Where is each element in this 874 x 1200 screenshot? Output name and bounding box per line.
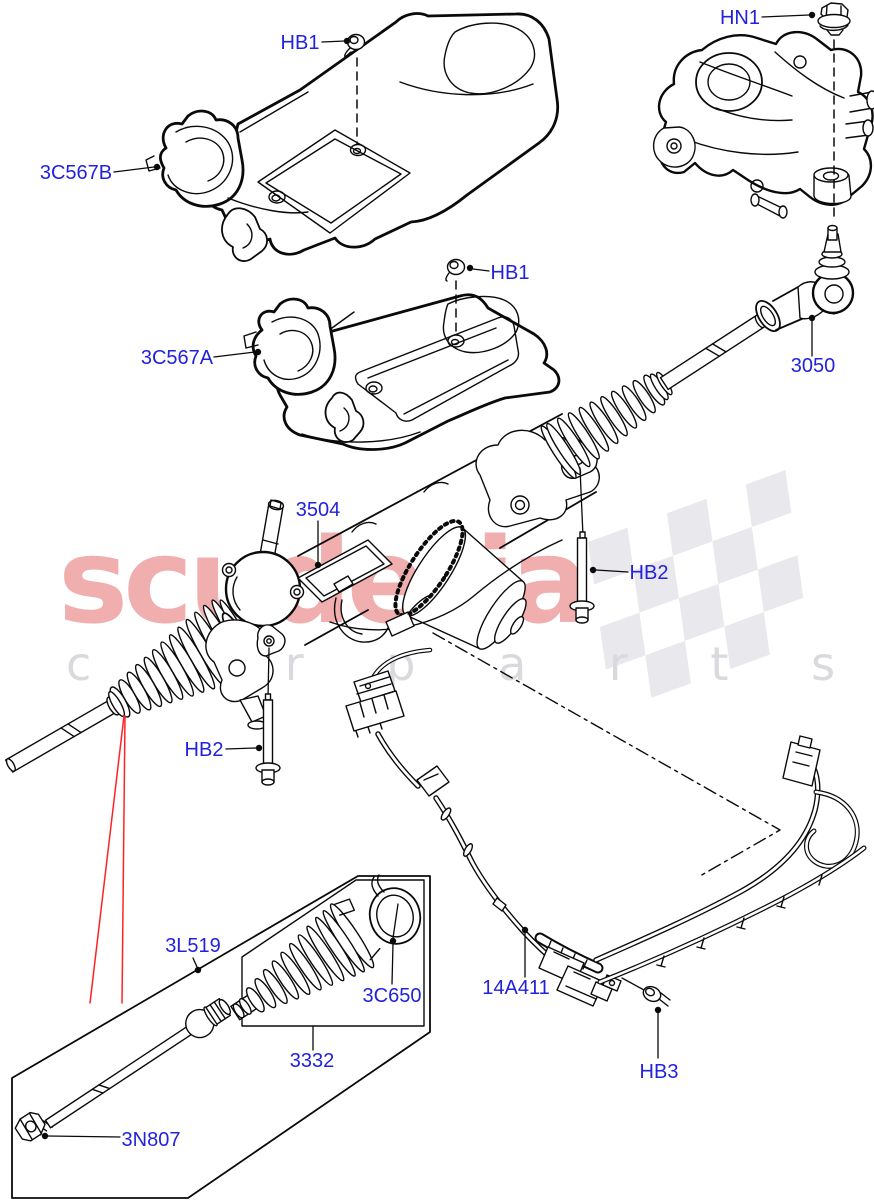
part-screw-hb1-mid xyxy=(445,258,466,337)
svg-text:3504: 3504 xyxy=(296,499,341,521)
svg-text:HB1: HB1 xyxy=(281,32,320,54)
label-3c567b[interactable]: 3C567B xyxy=(40,162,161,184)
label-hb1-top[interactable]: HB1 xyxy=(281,32,351,54)
label-14a411[interactable]: 14A411 xyxy=(482,926,550,999)
svg-text:HB1: HB1 xyxy=(491,262,530,284)
label-hb1-mid[interactable]: HB1 xyxy=(466,262,530,284)
svg-text:3C567A: 3C567A xyxy=(141,347,214,369)
kit-box-3l519 xyxy=(11,875,431,1199)
labels: HB1 HN1 3C567B HB1 3C567A 3050 3504 HB2 xyxy=(40,7,835,1151)
label-hn1[interactable]: HN1 xyxy=(720,7,816,29)
label-3332[interactable]: 3332 xyxy=(290,1026,335,1072)
svg-text:3332: 3332 xyxy=(290,1050,335,1072)
label-hb3[interactable]: HB3 xyxy=(640,1006,679,1083)
part-screw-hb1-top xyxy=(344,33,366,145)
label-hb2-left[interactable]: HB2 xyxy=(185,739,263,761)
part-knuckle xyxy=(653,31,874,219)
svg-text:3050: 3050 xyxy=(791,355,836,377)
label-3l519[interactable]: 3L519 xyxy=(165,935,221,974)
svg-text:3L519: 3L519 xyxy=(165,935,221,957)
part-steering-gear-3504 xyxy=(4,314,766,773)
part-tie-rod-end-3050 xyxy=(755,224,855,332)
part-bolt-hb2-left xyxy=(255,647,281,786)
part-nut-3n807 xyxy=(14,1111,46,1142)
part-clamp-3c650 xyxy=(368,874,422,945)
label-3504[interactable]: 3504 xyxy=(296,499,341,569)
svg-text:3C567B: 3C567B xyxy=(40,162,112,184)
part-bolt-hb2-right xyxy=(569,467,595,624)
svg-text:HB2: HB2 xyxy=(630,562,669,584)
watermark-flag-icon xyxy=(588,470,804,698)
part-screw-hb3 xyxy=(621,977,671,1007)
part-nut-hn1 xyxy=(817,2,851,223)
svg-text:3C650: 3C650 xyxy=(363,985,422,1007)
label-3c650[interactable]: 3C650 xyxy=(363,903,422,1007)
reference-lines-red xyxy=(89,715,126,1004)
label-3n807[interactable]: 3N807 xyxy=(41,1129,181,1151)
part-inner-tie-rod xyxy=(31,997,232,1136)
part-heat-shield-3c567a xyxy=(243,293,561,451)
svg-text:HN1: HN1 xyxy=(720,7,760,29)
part-boot-3332 xyxy=(230,898,381,1021)
svg-text:HB2: HB2 xyxy=(185,739,224,761)
label-hb2-right[interactable]: HB2 xyxy=(589,562,669,584)
assembly-reference-line xyxy=(432,632,781,877)
svg-text:HB3: HB3 xyxy=(640,1061,679,1083)
svg-text:3N807: 3N807 xyxy=(122,1129,181,1151)
label-3050[interactable]: 3050 xyxy=(791,314,836,377)
part-heat-shield-3c567b xyxy=(145,12,560,262)
part-harness-14a411 xyxy=(375,731,867,1007)
svg-text:14A411: 14A411 xyxy=(482,977,549,999)
label-3c567a[interactable]: 3C567A xyxy=(141,347,262,369)
